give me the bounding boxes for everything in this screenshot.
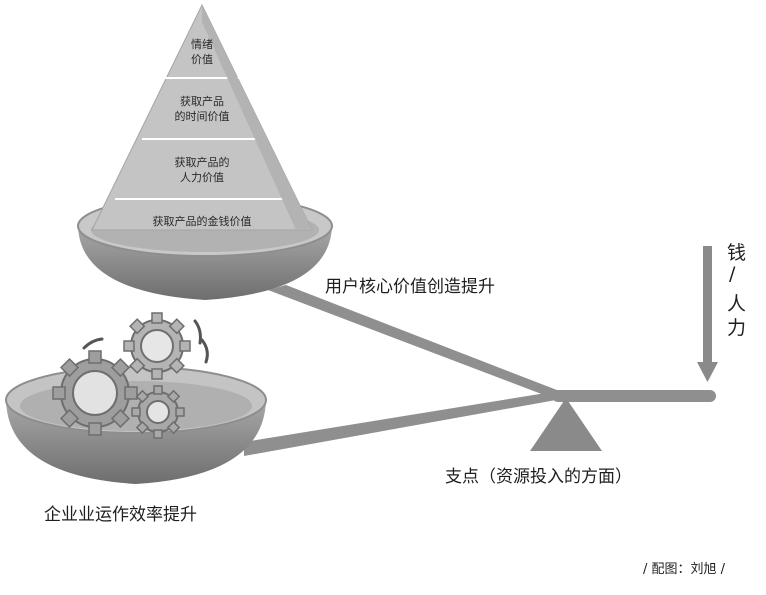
pyramid-level-time: 获取产品 的时间价值 (152, 94, 252, 124)
gear-top-icon (123, 312, 191, 380)
force-money-label: 钱 (727, 242, 747, 264)
force-arrow-head (697, 362, 718, 382)
fulcrum-label: 支点（资源投入的方面） (445, 467, 632, 487)
gear-large-icon (52, 350, 138, 436)
pyramid-level-time-line-2: 的时间价值 (174, 110, 230, 123)
value-pyramid (91, 3, 313, 231)
beam-arm (552, 390, 716, 402)
pyramid-level-emotion: 情绪 价值 (172, 37, 232, 67)
motion-lines (82, 319, 209, 364)
force-labor-char-2: 力 (727, 317, 747, 339)
lower-pan (5, 366, 267, 484)
fulcrum-triangle (530, 398, 602, 451)
pyramid-level-time-line-1: 获取产品 (180, 95, 224, 108)
pyramid-level-emotion-line-1: 情绪 (191, 38, 213, 51)
pyramid-level-labor-line-2: 人力价值 (180, 171, 224, 184)
core-value-label: 用户核心价值创造提升 (325, 277, 495, 297)
pyramid-level-money: 获取产品的金钱价值 (152, 215, 252, 228)
force-slash-label: / (729, 263, 736, 285)
ops-efficiency-label: 企业业运作效率提升 (44, 505, 197, 525)
image-credit: / 配图：刘旭 / (643, 562, 726, 577)
pyramid-level-emotion-line-2: 价值 (191, 53, 213, 66)
gear-small-icon (131, 385, 185, 439)
force-arrow-shaft (703, 246, 712, 364)
beam-lower (244, 392, 556, 456)
pyramid-level-labor: 获取产品的 人力价值 (152, 155, 252, 185)
beam-upper (268, 285, 562, 398)
pyramid-level-labor-line-1: 获取产品的 (174, 156, 230, 169)
force-labor-char-1: 人 (727, 293, 747, 315)
